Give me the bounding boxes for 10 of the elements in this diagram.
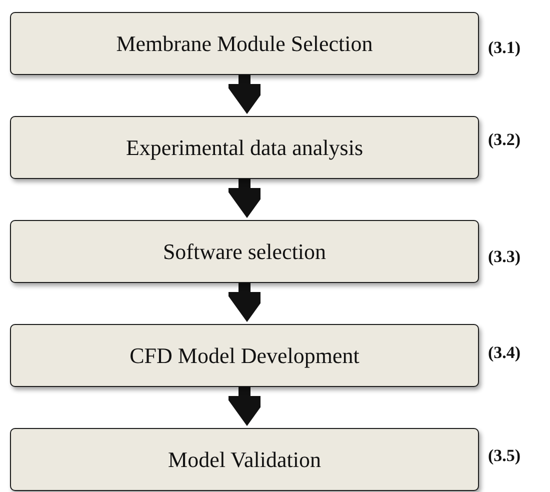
section-number: (3.5) <box>488 446 521 466</box>
step-label: Software selection <box>162 238 326 264</box>
section-number: (3.3) <box>488 247 521 267</box>
step-label: CFD Model Development <box>130 342 360 368</box>
step-label: Membrane Module Selection <box>116 30 373 56</box>
section-number: (3.4) <box>488 343 521 363</box>
step-label: Experimental data analysis <box>126 134 364 160</box>
step-label: Model Validation <box>168 446 321 472</box>
section-number: (3.2) <box>488 130 521 150</box>
section-number: (3.1) <box>488 38 521 58</box>
